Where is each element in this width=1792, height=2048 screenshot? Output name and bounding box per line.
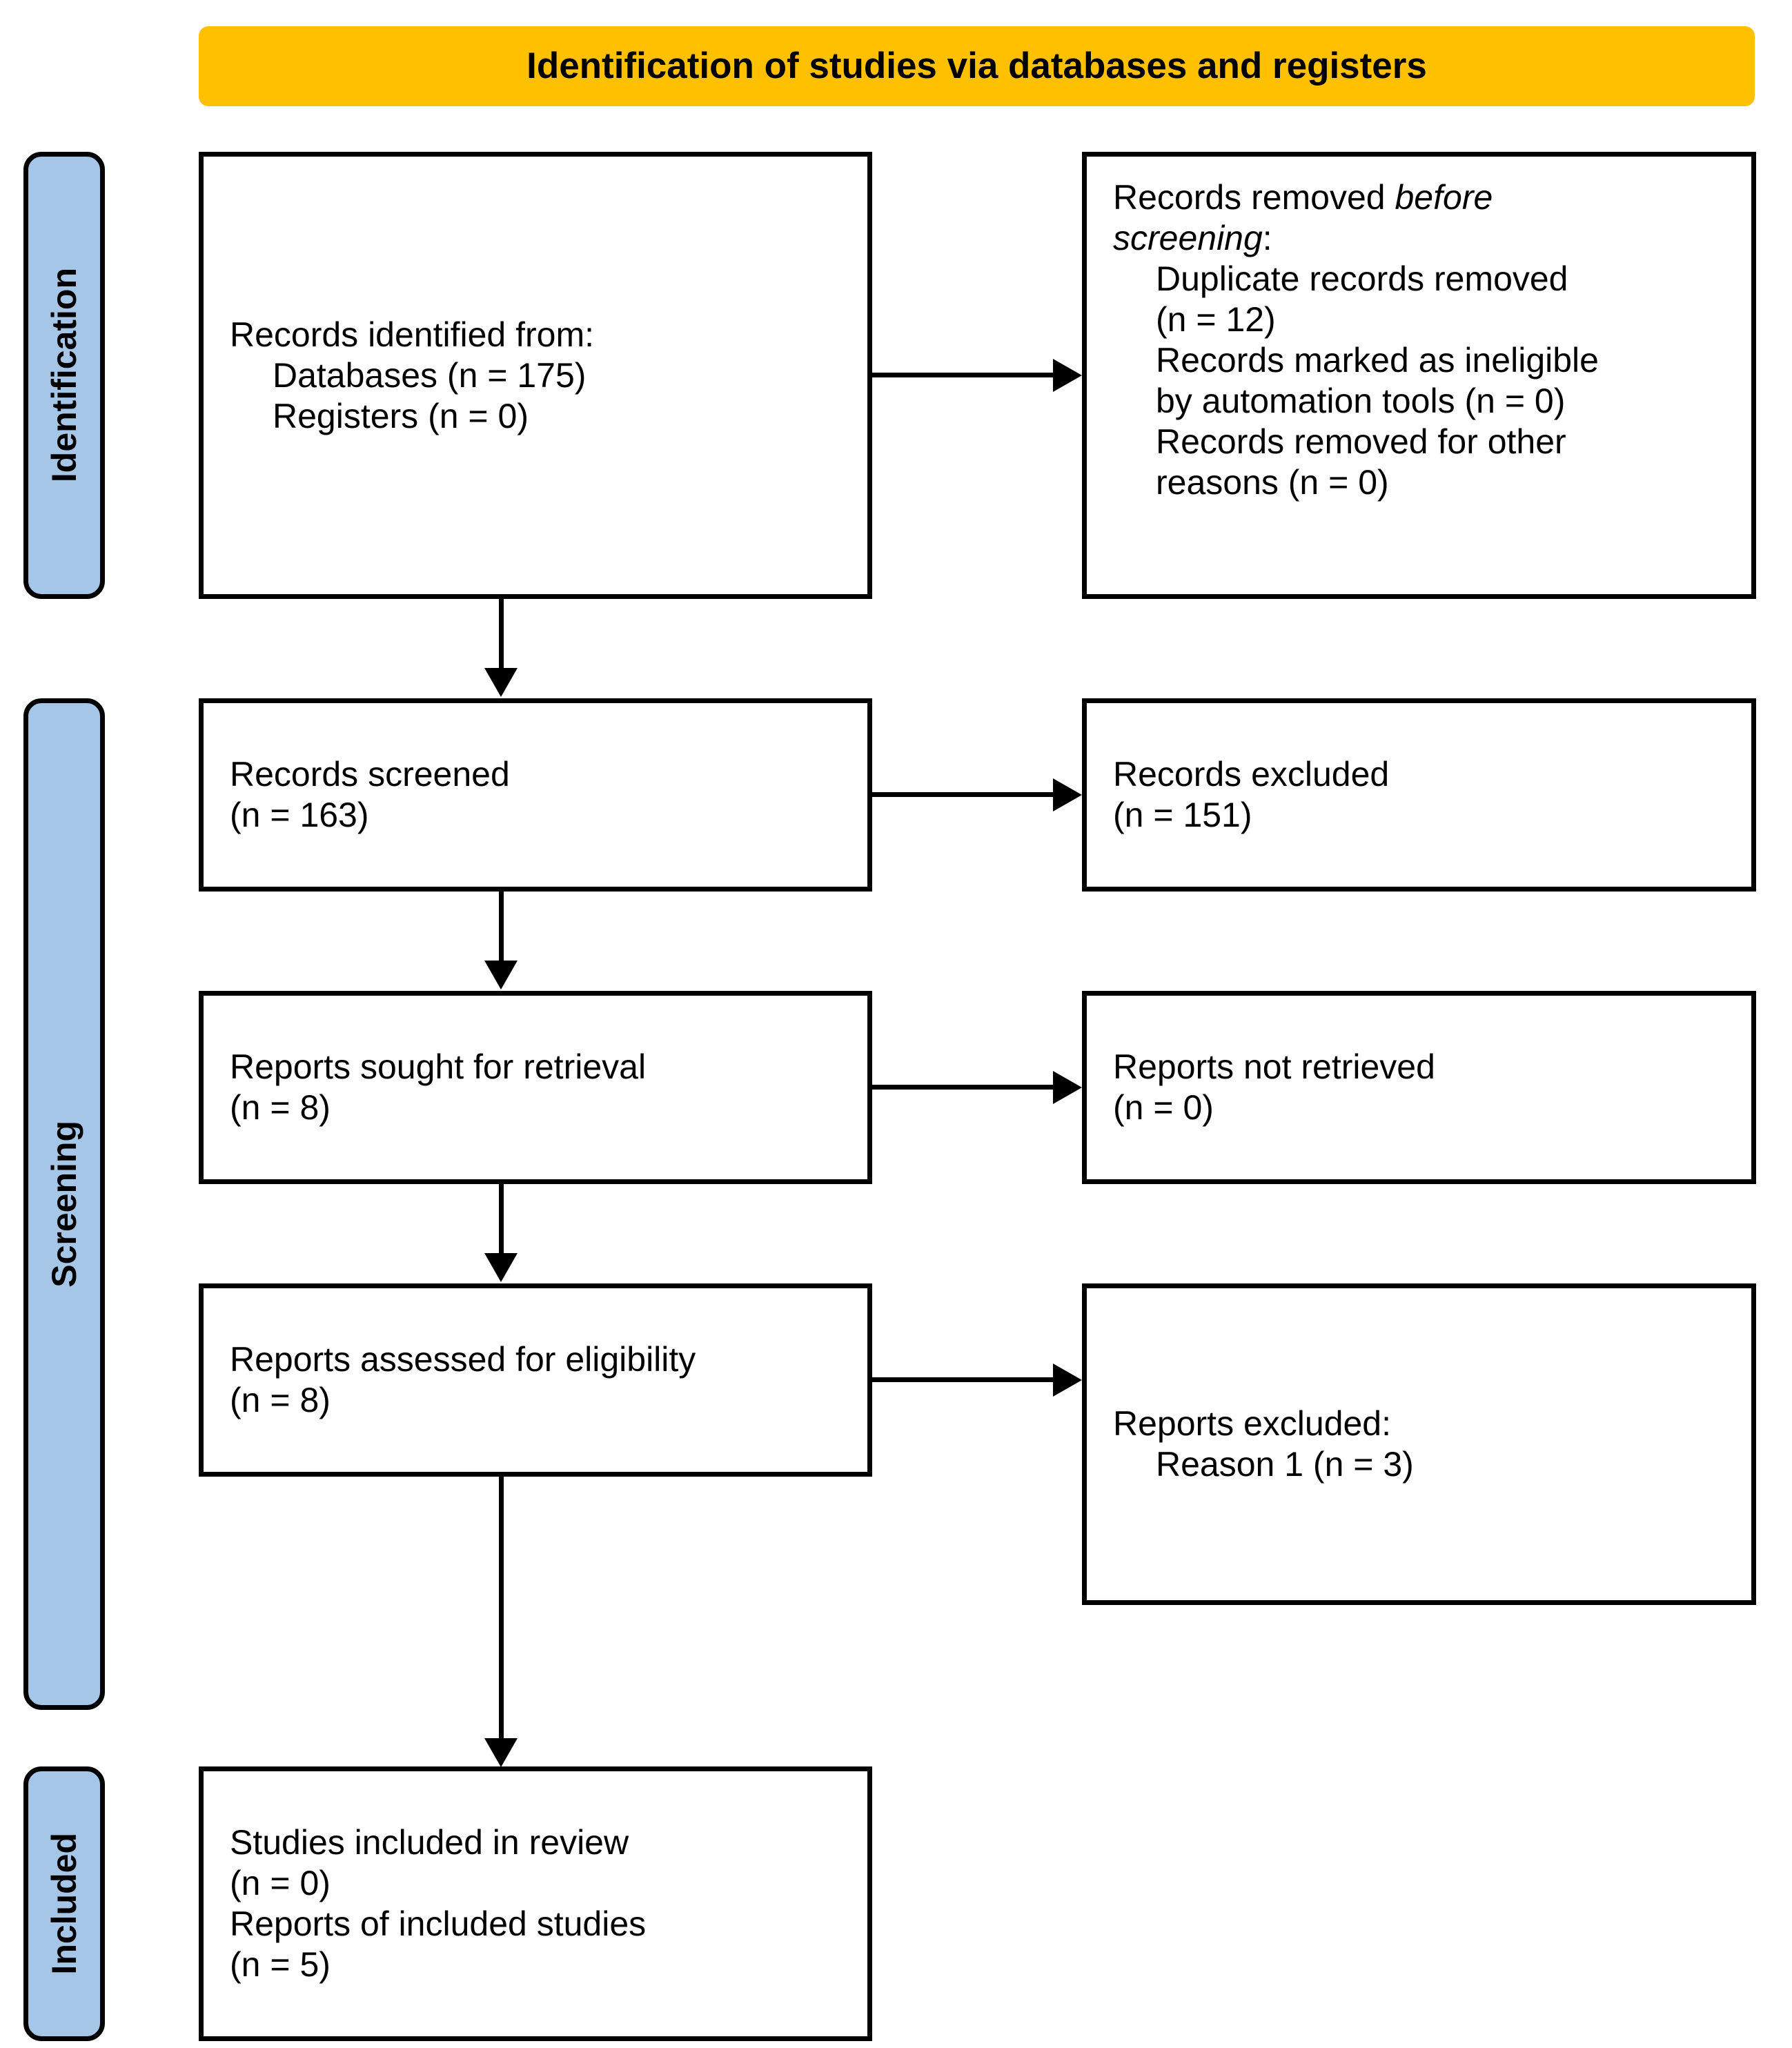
records-screened-line-2: (n = 163) [230,796,369,834]
studies-included-line-3: Reports of included studies [230,1904,647,1943]
records-removed-line-2: screening: [1113,218,1737,259]
arrow-screened-to-sought [499,892,504,963]
studies-included-line-1: Studies included in review [230,1823,629,1862]
arrow-sought-to-assessed-head [484,1253,518,1282]
box-studies-included: Studies included in review (n = 0) Repor… [199,1766,872,2041]
arrow-assessed-to-included [499,1477,504,1741]
arrow-identified-to-screened [499,599,504,671]
reports-not-retrieved-line-2: (n = 0) [1113,1088,1214,1127]
arrow-assessed-to-reports-excluded [872,1377,1053,1382]
arrow-screened-to-excluded [872,792,1053,797]
records-identified-line-1: Records identified from: [230,315,595,354]
records-excluded-line-1: Records excluded [1113,755,1390,794]
arrow-sought-to-assessed [499,1184,504,1256]
records-removed-line-2-italic: screening [1113,219,1263,257]
box-reports-excluded: Reports excluded: Reason 1 (n = 3) [1082,1283,1756,1605]
arrow-screened-to-excluded-head [1053,778,1082,811]
stage-label-identification: Identification [45,268,83,483]
records-identified-line-3: Registers (n = 0) [273,396,529,435]
records-identified-line-2: Databases (n = 175) [273,355,587,395]
arrow-identified-to-screened-head [484,668,518,697]
stage-bar-identification: Identification [23,152,105,599]
box-reports-not-retrieved: Reports not retrieved (n = 0) [1082,991,1756,1184]
records-removed-line-5: Records marked as ineligible [1156,341,1599,380]
box-reports-assessed: Reports assessed for eligibility (n = 8) [199,1283,872,1477]
records-removed-line-3: Duplicate records removed [1156,259,1568,298]
box-records-screened: Records screened (n = 163) [199,698,872,892]
box-records-removed: Records removed before screening: Duplic… [1082,152,1756,599]
reports-excluded-line-2: Reason 1 (n = 3) [1156,1445,1414,1484]
reports-sought-line-2: (n = 8) [230,1088,331,1127]
reports-assessed-line-1: Reports assessed for eligibility [230,1340,696,1379]
studies-included-line-4: (n = 5) [230,1945,331,1984]
stage-bar-screening: Screening [23,698,105,1710]
box-records-identified: Records identified from: Databases (n = … [199,152,872,599]
arrow-screened-to-sought-head [484,961,518,989]
arrow-sought-to-not-retrieved [872,1085,1053,1090]
diagram-title-banner: Identification of studies via databases … [199,26,1755,106]
box-reports-sought: Reports sought for retrieval (n = 8) [199,991,872,1184]
stage-label-included: Included [45,1833,83,1975]
records-excluded-line-2: (n = 151) [1113,796,1252,834]
records-removed-line-4: (n = 12) [1156,300,1276,339]
stage-bar-included: Included [23,1766,105,2041]
studies-included-line-2: (n = 0) [230,1864,331,1902]
records-removed-line-7: Records removed for other [1156,422,1566,461]
arrow-identified-to-removed-head [1053,359,1082,392]
stage-label-screening: Screening [45,1121,83,1288]
reports-not-retrieved-line-1: Reports not retrieved [1113,1047,1435,1086]
records-screened-line-1: Records screened [230,755,510,794]
arrow-identified-to-removed [872,373,1053,377]
records-removed-line-8: reasons (n = 0) [1156,463,1389,502]
records-removed-line-2-text: : [1262,219,1272,257]
reports-excluded-line-1: Reports excluded: [1113,1404,1392,1443]
records-removed-line-1: Records removed before [1113,177,1737,218]
arrow-assessed-to-reports-excluded-head [1053,1363,1082,1397]
records-removed-line-1-italic: before [1395,178,1493,217]
reports-sought-line-1: Reports sought for retrieval [230,1047,647,1086]
arrow-assessed-to-included-head [484,1738,518,1767]
diagram-title: Identification of studies via databases … [526,45,1427,86]
reports-assessed-line-2: (n = 8) [230,1381,331,1419]
records-removed-line-1-text: Records removed [1113,178,1395,217]
records-removed-line-6: by automation tools (n = 0) [1156,382,1566,420]
box-records-excluded: Records excluded (n = 151) [1082,698,1756,892]
arrow-sought-to-not-retrieved-head [1053,1071,1082,1104]
